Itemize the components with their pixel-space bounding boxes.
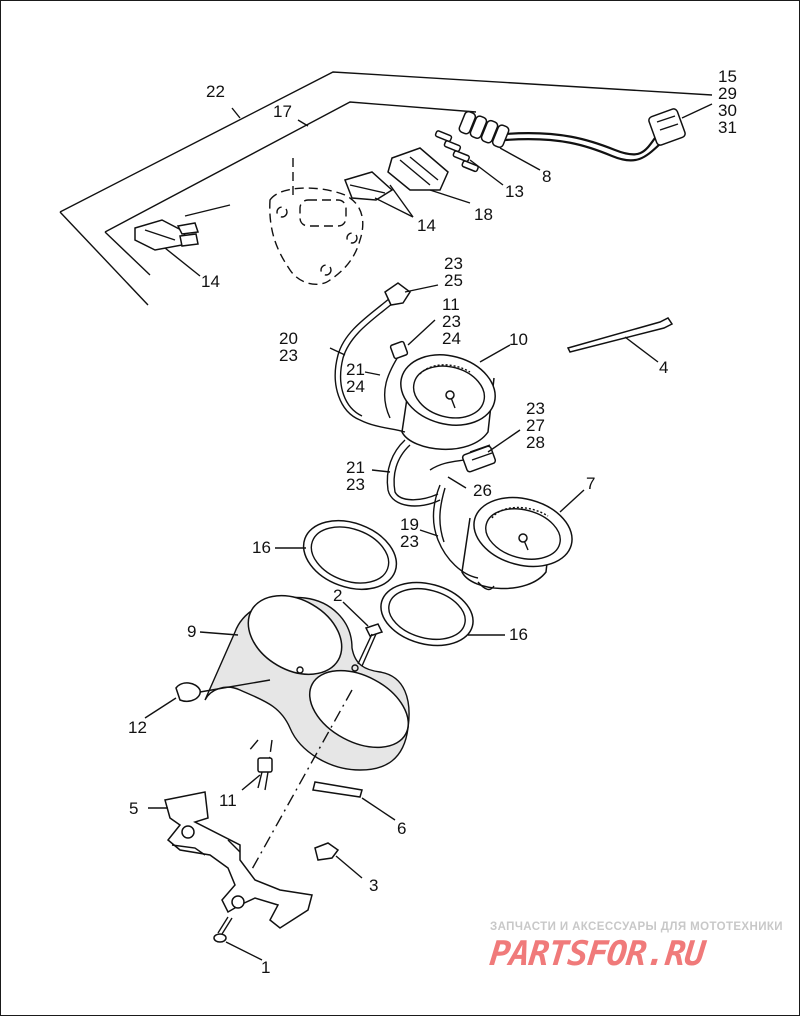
callout-23-fifth: 23 bbox=[346, 475, 365, 494]
callout-24-second: 24 bbox=[346, 377, 365, 396]
callout-29: 29 bbox=[718, 84, 737, 103]
callout-20: 20 bbox=[279, 329, 298, 348]
callout-16-lower: 16 bbox=[509, 625, 528, 644]
callout-2: 2 bbox=[333, 586, 343, 605]
watermark-tagline: ЗАПЧАСТИ И АКСЕССУАРЫ ДЛЯ МОТОТЕХНИКИ bbox=[490, 921, 783, 933]
callout-1: 1 bbox=[261, 958, 271, 977]
mounting-bracket-lower bbox=[148, 791, 313, 929]
spring-clip bbox=[314, 842, 363, 879]
lock-clip-left bbox=[134, 204, 231, 277]
callout-25: 25 bbox=[444, 271, 463, 290]
callout-10: 10 bbox=[509, 330, 528, 349]
callout-24-top: 24 bbox=[442, 329, 461, 348]
indicator-socket bbox=[241, 757, 273, 791]
rubber-plug bbox=[144, 679, 271, 719]
callout-23-fourth: 23 bbox=[526, 399, 545, 418]
callout-23-third: 23 bbox=[279, 346, 298, 365]
callout-9: 9 bbox=[187, 622, 197, 641]
callout-7: 7 bbox=[586, 474, 596, 493]
callout-28: 28 bbox=[526, 433, 545, 452]
callout-27: 27 bbox=[526, 416, 545, 435]
callout-3: 3 bbox=[369, 876, 379, 895]
callout-23-sixth: 23 bbox=[400, 532, 419, 551]
speedometer-gauge bbox=[400, 344, 511, 451]
callout-18: 18 bbox=[474, 205, 493, 224]
callout-12: 12 bbox=[128, 718, 147, 737]
kit-bracket-22 bbox=[59, 71, 713, 306]
callout-26: 26 bbox=[473, 481, 492, 500]
bracket-screw bbox=[213, 916, 263, 961]
mounting-bracket-dashed bbox=[269, 158, 364, 286]
callout-23-second: 23 bbox=[442, 312, 461, 331]
callout-11-top: 11 bbox=[442, 295, 460, 314]
callout-21-lower: 21 bbox=[346, 458, 365, 477]
trim-strip bbox=[312, 781, 396, 821]
callout-21-top: 21 bbox=[346, 360, 365, 379]
callout-5: 5 bbox=[129, 799, 139, 818]
watermark-logo: PARTSFOR.RU bbox=[487, 934, 707, 974]
callout-17: 17 bbox=[273, 102, 292, 121]
kit-bracket-17 bbox=[104, 101, 477, 276]
wire-harness-connector bbox=[504, 103, 713, 162]
bezel-gasket-upper bbox=[275, 519, 398, 591]
callout-16-upper: 16 bbox=[252, 538, 271, 557]
tachometer-gauge bbox=[461, 489, 585, 590]
callout-11-lower: 11 bbox=[219, 791, 237, 810]
callout-31: 31 bbox=[718, 118, 737, 137]
callout-13: 13 bbox=[505, 182, 524, 201]
lock-clip-upper bbox=[344, 171, 414, 218]
callout-14-left: 14 bbox=[201, 272, 220, 291]
callout-23-top: 23 bbox=[444, 254, 463, 273]
callout-14-right: 14 bbox=[417, 216, 436, 235]
tie-strap bbox=[566, 317, 674, 363]
callout-30: 30 bbox=[718, 101, 737, 120]
callout-6: 6 bbox=[397, 819, 407, 838]
gauge-wiring bbox=[329, 282, 521, 591]
callout-4: 4 bbox=[659, 358, 669, 377]
callout-8: 8 bbox=[542, 167, 552, 186]
housing-screw bbox=[342, 601, 384, 667]
callout-22: 22 bbox=[206, 82, 225, 101]
connector-housing bbox=[387, 147, 471, 204]
small-terminals bbox=[434, 130, 504, 186]
bezel-gasket-lower bbox=[380, 581, 505, 647]
gauge-housing bbox=[199, 594, 410, 771]
callout-19: 19 bbox=[400, 515, 419, 534]
callout-15: 15 bbox=[718, 67, 737, 86]
terminal-sockets bbox=[458, 110, 541, 171]
